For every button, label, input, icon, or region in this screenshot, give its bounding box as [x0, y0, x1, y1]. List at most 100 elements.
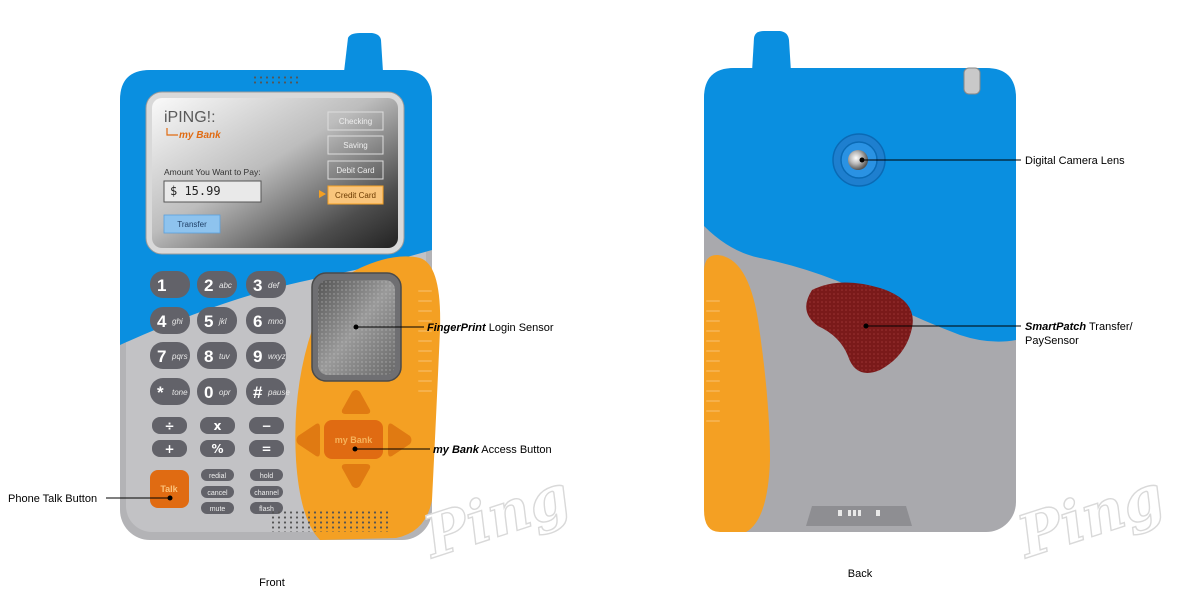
nav-up-icon[interactable]	[341, 390, 371, 414]
ping-logo-back: Ping	[1007, 460, 1172, 573]
function-key-label: cancel	[207, 490, 228, 497]
back-callouts: Digital Camera Lens SmartPatch Transfer/…	[859, 155, 1134, 347]
callout-smartpatch-line2: PaySensor	[1025, 335, 1079, 347]
key-letters: abc	[219, 281, 232, 290]
key-5[interactable]: 5 jkl	[197, 307, 237, 334]
option-checking[interactable]	[327, 111, 384, 131]
callout-camera: Digital Camera Lens	[1025, 155, 1125, 167]
key-number: 2	[204, 276, 213, 295]
operator-key[interactable]: +	[152, 440, 187, 457]
function-key-hold[interactable]: hold	[250, 469, 283, 481]
function-key-redial[interactable]: redial	[201, 469, 234, 481]
key-letters: mno	[268, 317, 284, 326]
callout-smartpatch: SmartPatch Transfer/	[1025, 321, 1134, 333]
key-letters: def	[268, 281, 280, 290]
back-phone	[704, 31, 1016, 533]
back-side-button[interactable]	[963, 67, 981, 95]
option-checking-label: Checking	[339, 117, 372, 126]
front-callouts: FingerPrint Login Sensor my Bank Access …	[8, 322, 554, 505]
camera-lens	[848, 150, 868, 170]
key-number: 5	[204, 312, 213, 331]
back-orange-grip	[704, 254, 770, 533]
front-earpiece	[252, 74, 300, 84]
function-key-cancel[interactable]: cancel	[201, 486, 234, 498]
function-key-mute[interactable]: mute	[201, 502, 234, 514]
key-number: 6	[253, 312, 262, 331]
operator-key[interactable]: ÷	[152, 417, 187, 434]
function-key-channel[interactable]: channel	[250, 486, 283, 498]
key-9[interactable]: 9 wxyz	[246, 342, 286, 369]
key-number: 0	[204, 383, 213, 402]
key-hash[interactable]: #pause	[246, 378, 290, 405]
function-key-label: flash	[259, 506, 274, 513]
key-letters: pqrs	[171, 352, 188, 361]
front-phone: iPING!: my Bank Amount You Want to Pay: …	[120, 33, 441, 540]
function-key-label: mute	[210, 506, 226, 513]
key-letters: opr	[219, 388, 231, 397]
operator-label: x	[214, 419, 222, 433]
key-letters: tuv	[219, 352, 231, 361]
callout-talk: Phone Talk Button	[8, 493, 97, 505]
key-2[interactable]: 2 abc	[197, 271, 237, 298]
function-key-label: channel	[254, 490, 279, 497]
operator-label: −	[261, 419, 271, 433]
operator-label: +	[164, 442, 174, 456]
amount-label: Amount You Want to Pay:	[164, 167, 261, 177]
key-1[interactable]: 1	[150, 271, 190, 298]
operator-key[interactable]: =	[249, 440, 284, 457]
key-number: 4	[157, 312, 167, 331]
back-antenna	[752, 31, 791, 72]
talk-label: Talk	[160, 484, 178, 494]
back-blue-shell	[704, 68, 1016, 342]
option-saving[interactable]	[327, 135, 384, 155]
option-list: Checking Saving Debit Card Credit Card	[319, 111, 384, 205]
option-credit-card-label: Credit Card	[335, 191, 376, 200]
option-debit-card[interactable]	[327, 160, 384, 180]
option-credit-card[interactable]	[327, 185, 384, 205]
option-saving-label: Saving	[343, 141, 367, 150]
operator-key[interactable]: x	[200, 417, 235, 434]
function-key-label: hold	[260, 473, 273, 480]
screen-subtitle: my Bank	[179, 130, 221, 141]
nav-down-icon[interactable]	[341, 464, 371, 488]
key-number: 9	[253, 347, 262, 366]
key-number: 8	[204, 347, 213, 366]
function-key-label: redial	[209, 473, 227, 480]
key-6[interactable]: 6 mno	[246, 307, 286, 334]
callout-mybank: my Bank Access Button	[433, 444, 552, 456]
key-star[interactable]: * tone	[150, 378, 190, 405]
callout-fingerprint: FingerPrint Login Sensor	[427, 322, 554, 334]
mybank-button-label: my Bank	[335, 435, 374, 445]
option-debit-card-label: Debit Card	[336, 166, 374, 175]
transfer-label: Transfer	[177, 220, 207, 229]
key-8[interactable]: 8 tuv	[197, 342, 237, 369]
amount-field[interactable]	[163, 180, 262, 203]
ping-logo-front: Ping	[413, 460, 578, 573]
key-letters: wxyz	[268, 352, 286, 361]
caption-back: Back	[848, 568, 873, 580]
operator-key[interactable]: %	[200, 440, 235, 457]
transfer-button[interactable]	[163, 214, 221, 234]
operator-key[interactable]: −	[249, 417, 284, 434]
caption-front: Front	[259, 577, 285, 589]
selector-triangle-icon	[319, 190, 326, 198]
key-letters: tone	[172, 388, 188, 397]
key-letters: pause	[267, 388, 290, 397]
operator-keys: ÷ x − +% =	[152, 417, 284, 457]
svg-text:Ping: Ping	[414, 461, 578, 572]
operator-label: %	[211, 442, 223, 456]
front-speaker-grill	[272, 510, 390, 532]
key-number: 1	[157, 276, 166, 295]
key-0[interactable]: 0 opr	[197, 378, 237, 405]
nav-left-icon[interactable]	[296, 423, 321, 457]
screen-arrow-icon	[166, 128, 178, 136]
key-number: *	[157, 383, 164, 402]
nav-right-icon[interactable]	[388, 423, 412, 457]
key-letters: jkl	[218, 317, 227, 326]
amount-value: $ 15.99	[170, 184, 221, 198]
